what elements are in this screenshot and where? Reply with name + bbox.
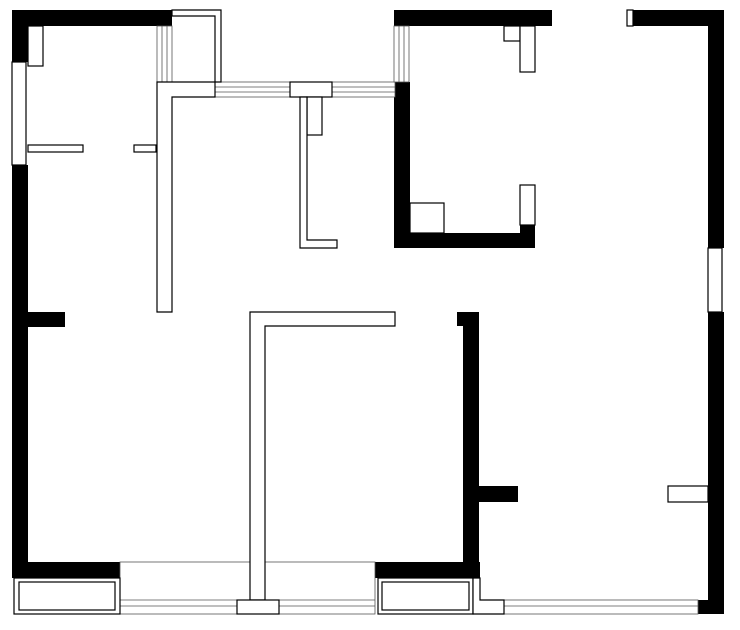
top-left-corner-piece	[27, 25, 44, 67]
top-glazing-left	[156, 25, 173, 83]
column-body	[306, 96, 323, 136]
top-left-wall	[12, 10, 172, 26]
bedroom-wall-stub	[463, 486, 518, 502]
right-wall-upper	[708, 10, 724, 248]
bath-stub-top	[503, 25, 521, 42]
bottom-right-corner	[698, 600, 724, 614]
bedroom-right-wall	[463, 312, 479, 578]
left-shelf	[27, 144, 84, 153]
top-right-post	[626, 9, 634, 27]
bath-stub-lower	[519, 184, 536, 226]
l-partition-center	[299, 96, 338, 249]
column-cap	[289, 81, 333, 98]
bedroom-right-wall-cap	[457, 312, 479, 326]
right-wall-stub	[667, 485, 709, 503]
bath-stub-vertical	[519, 25, 536, 73]
left-wall-stub	[12, 312, 65, 327]
bottom-left-wall	[12, 562, 120, 578]
bottom-center-wall	[375, 562, 480, 578]
bottom-glazing-center	[264, 561, 376, 615]
left-shelf-stub	[133, 144, 157, 153]
top-right-wall	[632, 10, 724, 26]
bottom-center-cabinet-inner	[381, 581, 470, 611]
right-window	[707, 247, 723, 313]
windows	[11, 9, 723, 615]
balcony-frame	[171, 9, 222, 83]
bottom-left-cabinet-inner	[18, 581, 116, 611]
bottom-glazing-right	[479, 599, 699, 615]
top-center-wall	[394, 10, 552, 26]
left-wall-upper	[12, 10, 28, 62]
l-partition-main	[249, 311, 396, 601]
left-window	[11, 61, 27, 166]
bath-left-wall	[394, 82, 410, 247]
l-partition-left	[156, 81, 216, 313]
bottom-glazing-left	[119, 561, 251, 615]
exterior-walls	[12, 10, 724, 614]
bottom-step	[472, 577, 505, 615]
top-glazing-right	[393, 25, 410, 83]
bath-box	[409, 202, 445, 234]
right-wall-lower	[708, 312, 724, 614]
bath-bottom-wall	[394, 233, 535, 248]
bath-corner	[520, 225, 535, 248]
left-wall-lower	[12, 165, 28, 577]
partition-foot	[236, 599, 280, 615]
partitions	[13, 9, 709, 615]
